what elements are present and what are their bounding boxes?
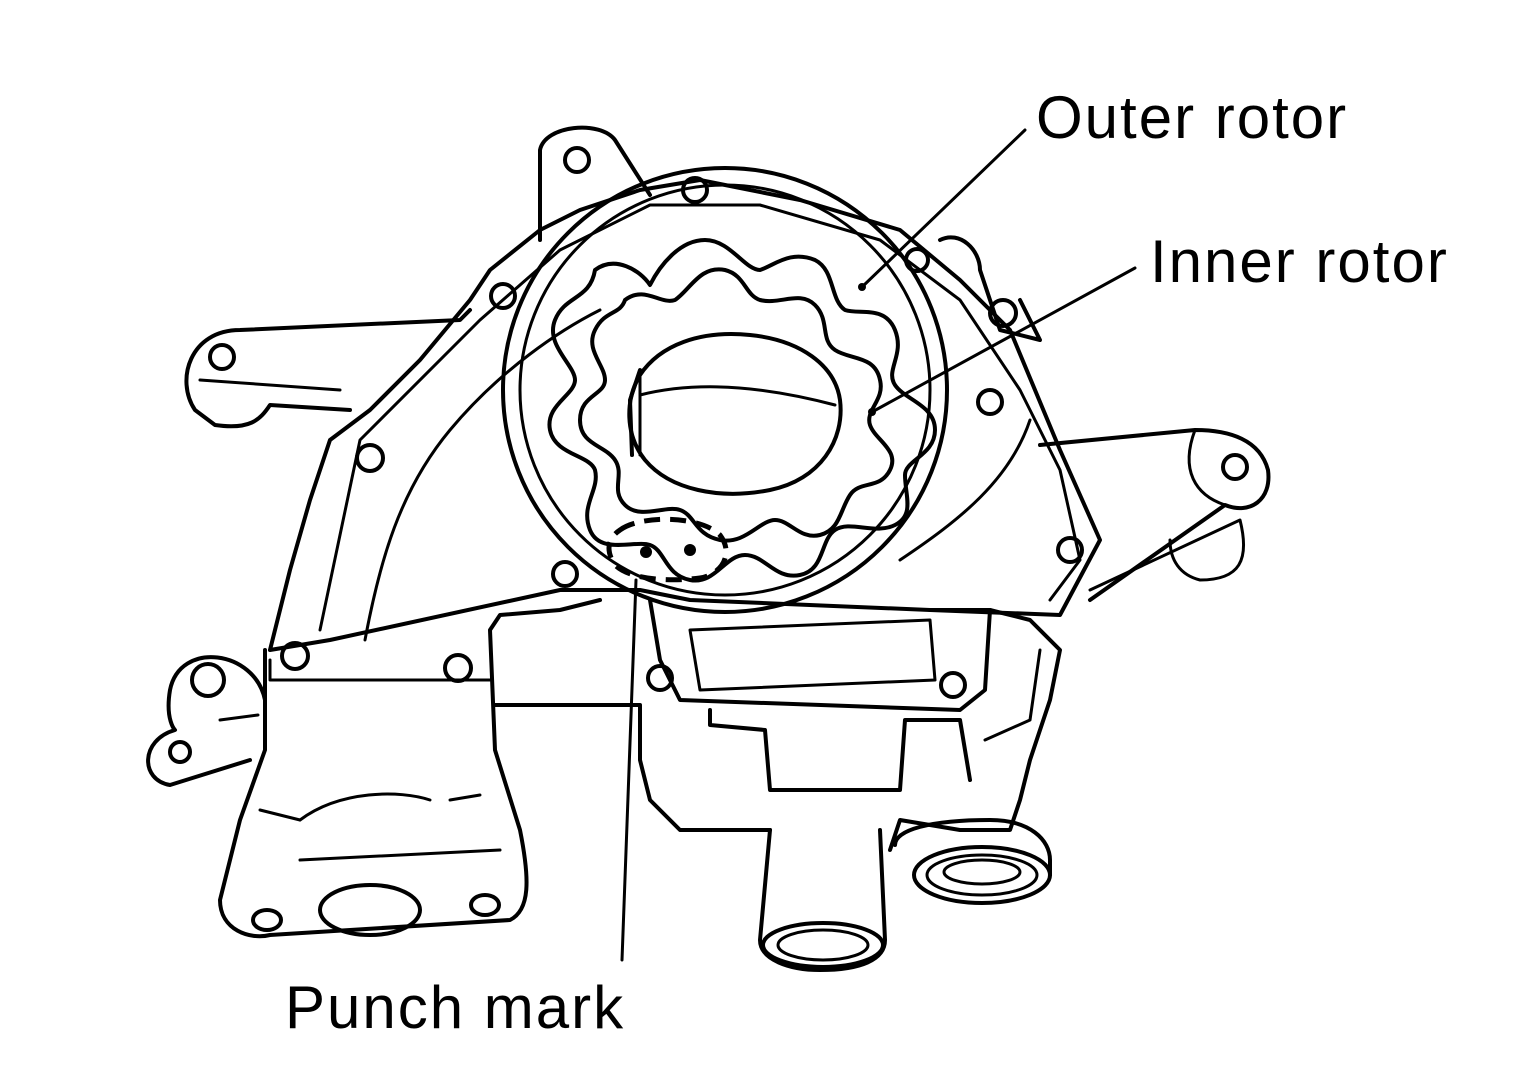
pump-housing: [146, 125, 1271, 972]
inner-rotor-label: Inner rotor: [1150, 228, 1449, 295]
outer-rotor: [547, 238, 937, 583]
leader-inner-rotor: [870, 266, 1137, 414]
leader-outer-rotor: [860, 128, 1027, 289]
punch-mark-dot-outer: [640, 546, 652, 558]
punch-mark-region: [606, 516, 729, 583]
outer-rotor-label: Outer rotor: [1036, 84, 1349, 151]
punch-mark-dot-inner: [684, 544, 696, 556]
leader-punch-mark: [620, 578, 638, 962]
inner-rotor: [578, 267, 895, 543]
rotor-chamber: [501, 166, 949, 614]
punch-mark-label: Punch mark: [285, 974, 626, 1041]
leader-lines: [620, 128, 1137, 962]
